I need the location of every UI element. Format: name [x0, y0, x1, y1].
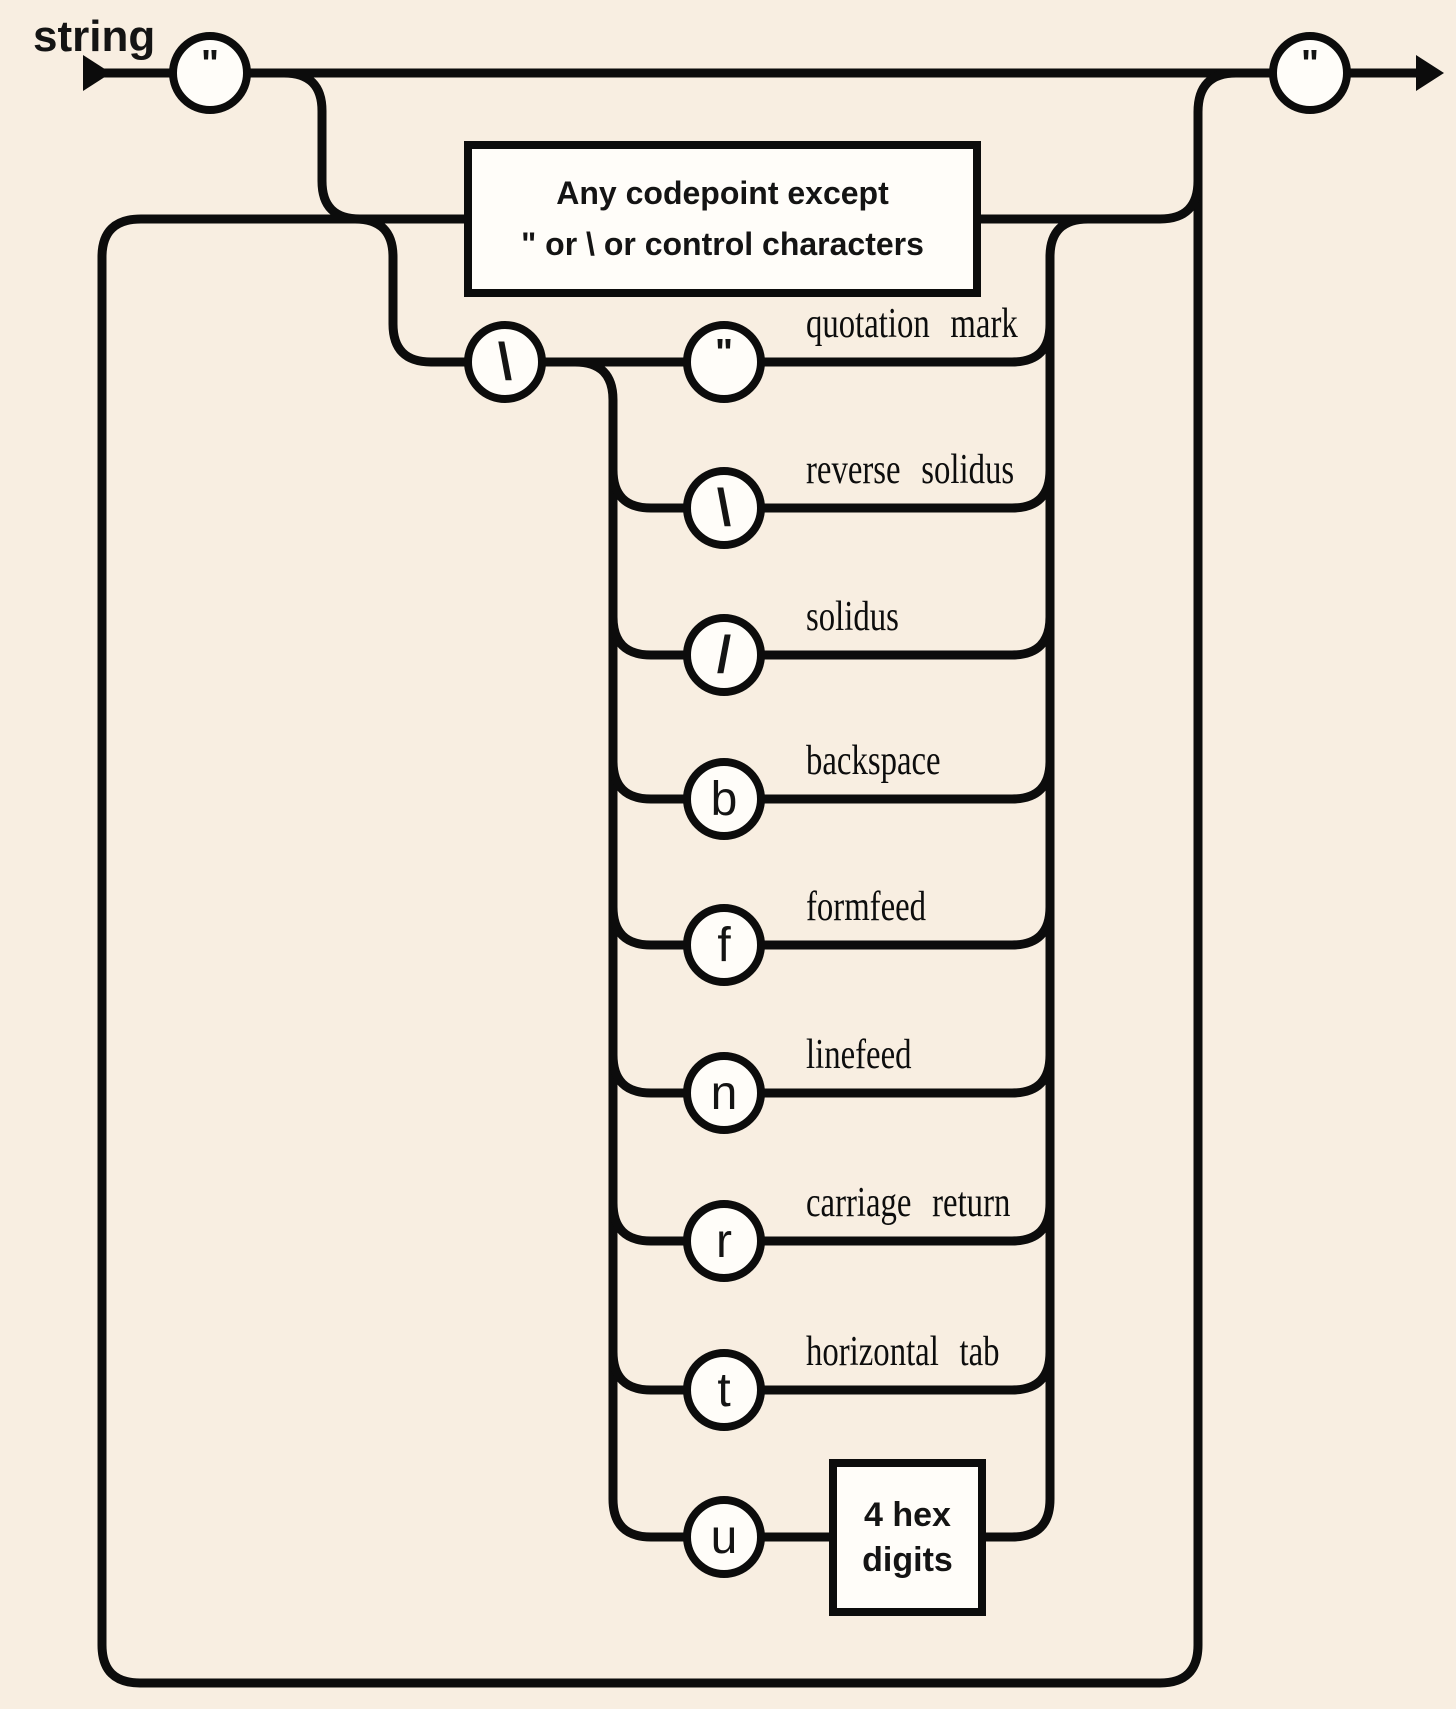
row-char-reverse-solidus: \: [716, 479, 732, 537]
any-codepoint-line2: " or \ or control characters: [521, 226, 924, 262]
row-label-backspace: backspace: [806, 738, 941, 784]
escape-backslash-terminal: [464, 321, 546, 403]
open-quote-glyph: ": [200, 43, 220, 85]
escape-branch-line: [354, 214, 432, 367]
row-char-quotation-mark: ": [714, 332, 734, 374]
terminal-n: [683, 1052, 765, 1134]
row-label-carriage-return: carriage return: [806, 1180, 1011, 1226]
hex-box-line2: digits: [862, 1540, 953, 1579]
rule-title: string: [33, 12, 156, 61]
loop-rail: [97, 68, 1237, 1688]
close-quote-terminal: [1269, 32, 1351, 114]
row-char-f: f: [717, 918, 731, 972]
row-line-unicode-right: [975, 1498, 1055, 1542]
row-label-formfeed: formfeed: [806, 884, 927, 930]
close-quote-glyph: ": [1300, 43, 1320, 85]
terminal-f: [683, 904, 765, 986]
row-label-quotation-mark: quotation mark: [806, 301, 1018, 347]
escape-backslash-glyph: \: [497, 333, 513, 391]
row-char-n: n: [710, 1066, 738, 1120]
end-arrow-icon: [1416, 55, 1444, 91]
any-codepoint-box: [464, 141, 981, 297]
row-char-t: t: [717, 1363, 731, 1417]
any-codepoint-text: Any codepoint except " or \ or control c…: [468, 145, 977, 293]
row-char-b: b: [710, 772, 738, 826]
escape-distributor-rail: [574, 357, 652, 1542]
row-char-u: u: [710, 1510, 738, 1564]
terminal-u: [683, 1496, 765, 1578]
hex-box-line1: 4 hex: [864, 1495, 951, 1534]
terminal-quotation-mark: [683, 321, 765, 403]
terminal-b: [683, 758, 765, 840]
open-quote-terminal: [169, 32, 251, 114]
row-label-reverse-solidus: reverse solidus: [806, 447, 1015, 493]
terminal-reverse-solidus: [683, 467, 765, 549]
descent-line: [283, 68, 361, 224]
row-label-linefeed: linefeed: [806, 1032, 912, 1078]
row-char-r: r: [716, 1214, 732, 1268]
terminal-solidus: [683, 614, 765, 696]
any-codepoint-line1: Any codepoint except: [556, 175, 889, 211]
collector-rail: [1045, 214, 1089, 1499]
terminal-t: [683, 1349, 765, 1431]
four-hex-digits-text: 4 hex digits: [833, 1463, 982, 1612]
row-label-horizontal-tab: horizontal tab: [806, 1329, 1000, 1375]
exit-line: [977, 180, 1203, 224]
terminal-r: [683, 1200, 765, 1282]
four-hex-digits-box: [829, 1459, 986, 1616]
row-char-solidus: /: [716, 626, 732, 684]
start-arrow-icon: [83, 55, 111, 91]
row-label-solidus: solidus: [806, 594, 899, 640]
